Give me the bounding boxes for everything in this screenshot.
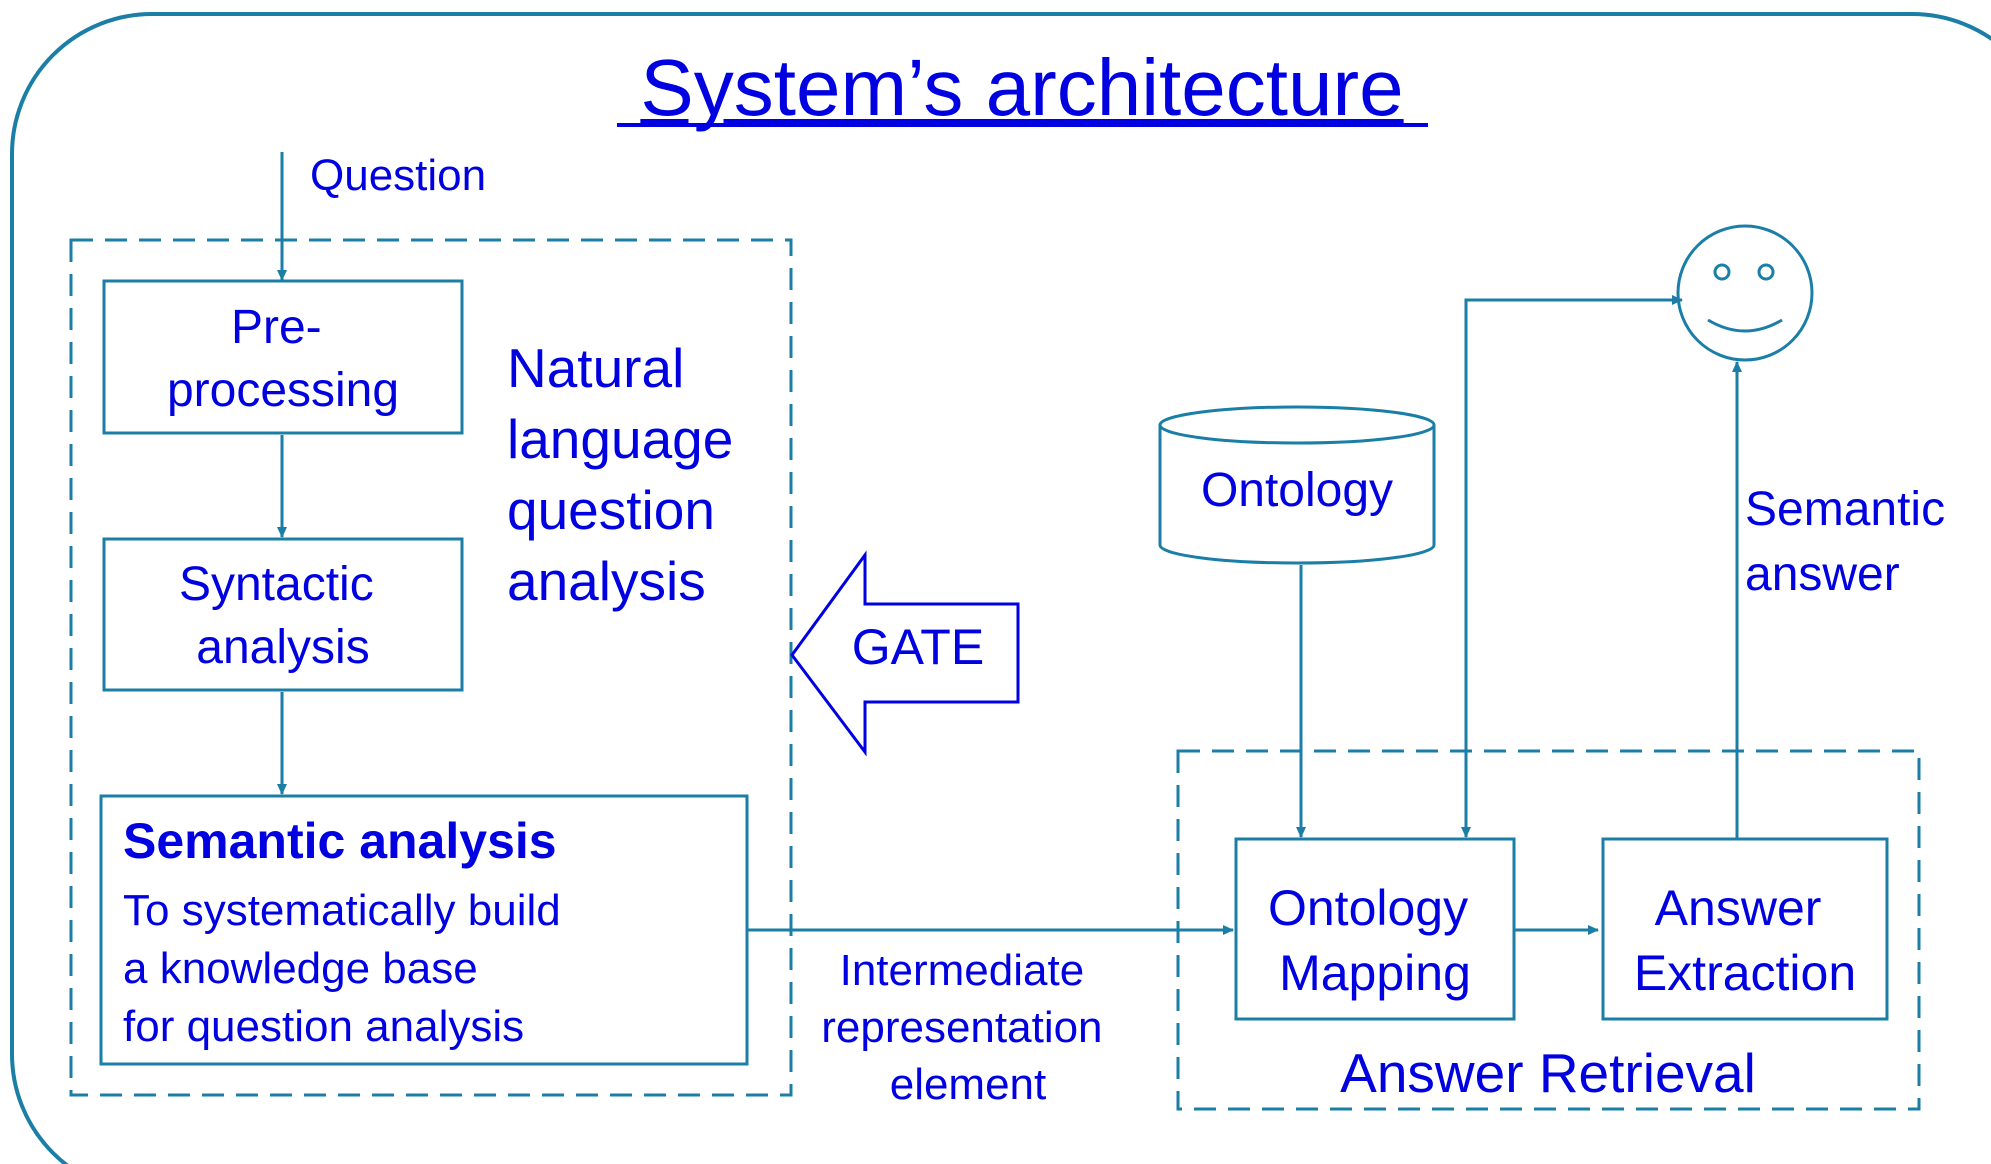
nlqa-group [69,238,793,1097]
syntactic-line: Syntactic [179,558,374,611]
semantic-line: for question analysis [123,1002,524,1051]
ontology-label: Ontology [1201,464,1393,517]
intermediate-line: Intermediate [840,946,1085,995]
ontology-cylinder-body [1158,425,1436,565]
gate-arrow [790,550,1020,757]
extraction-line: Answer [1655,880,1822,936]
semantic-answer-label: Semantic answer [1745,483,1958,601]
preprocessing-line: processing [167,364,399,417]
mapping-to-user-arrow [1464,295,1683,837]
mapping-line: Mapping [1279,945,1471,1001]
ontology-database: Ontology [1158,405,1436,565]
answer-extraction-label: Answer Extraction [1634,880,1856,1001]
smiley-face-icon [1676,224,1814,362]
nlqa-label-line: Natural [507,337,684,399]
preprocessing-box [102,279,464,435]
syntactic-label: Syntactic analysis [179,558,387,674]
syntactic-box [102,537,464,692]
semantic-answer-line: Semantic [1745,483,1945,536]
nlqa-label-line: question [507,479,715,541]
retrieval-group [1176,749,1921,1111]
semantic-title: Semantic analysis [123,813,557,869]
semantic-line: a knowledge base [123,944,478,993]
gate-label: GATE [852,619,984,675]
intermediate-label: Intermediate representation element [821,946,1115,1109]
extraction-line: Extraction [1634,945,1856,1001]
answer-extraction-box [1601,837,1889,1021]
preprocessing-label: Pre- processing [167,301,399,417]
question-label: Question [310,151,486,200]
semantic-answer-line: answer [1745,548,1900,601]
semantic-description: To systematically build a knowledge base… [123,886,573,1051]
diagram-title: System’s architecture [640,43,1403,132]
ontology-cylinder-top [1158,405,1436,445]
preprocessing-line: Pre- [231,301,322,354]
semantic-line: To systematically build [123,886,561,935]
nlqa-group-label: Natural language question analysis [507,337,749,612]
mapping-line: Ontology [1268,880,1468,936]
intermediate-line: representation [821,1003,1102,1052]
intermediate-line: element [890,1060,1047,1109]
syntactic-line: analysis [196,621,369,674]
outer-frame [10,12,1991,1164]
retrieval-group-label: Answer Retrieval [1340,1042,1756,1104]
ontology-mapping-label: Ontology Mapping [1268,880,1482,1001]
nlqa-label-line: analysis [507,550,706,612]
nlqa-label-line: language [507,408,733,470]
